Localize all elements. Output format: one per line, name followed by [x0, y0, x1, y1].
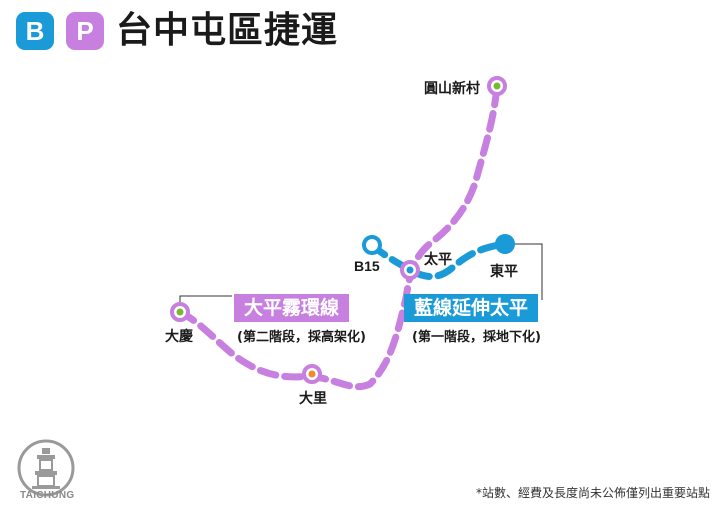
- blue-line-note: (第一階段，採地下化): [412, 330, 541, 345]
- blue-line-callout: [505, 243, 543, 300]
- footnote: *站數、經費及長度尚未公佈僅列出重要站點: [475, 486, 710, 500]
- station-dali-marker[interactable]: [302, 364, 322, 384]
- blue-line-badge: B: [16, 12, 54, 50]
- logo-text: TAICHUNG: [20, 490, 75, 501]
- purple-line-route: [176, 82, 501, 391]
- station-label-b15: B15: [354, 258, 380, 274]
- page-title: 台中屯區捷運: [116, 10, 339, 51]
- station-label-daqing: 大慶: [165, 329, 193, 345]
- purple-line-badge: P: [66, 12, 104, 50]
- station-yuanshan-marker[interactable]: [487, 76, 507, 96]
- purple-line-title: 大平霧環線: [234, 294, 350, 322]
- station-label-yuanshan: 圓山新村: [424, 81, 480, 97]
- blue-line-title: 藍線延伸太平: [404, 294, 539, 322]
- station-label-dongping: 東平: [490, 264, 518, 280]
- station-taiping-marker[interactable]: [400, 260, 420, 280]
- station-label-dali: 大里: [299, 391, 327, 407]
- purple-line-note: (第二階段，採高架化): [237, 330, 366, 345]
- station-daqing-marker[interactable]: [170, 302, 190, 322]
- station-b15-marker[interactable]: [362, 235, 382, 255]
- blue-line-route: [368, 240, 509, 280]
- station-dongping-marker[interactable]: [495, 234, 515, 254]
- taichung-city-logo-icon: [17, 439, 75, 497]
- station-label-taiping: 太平: [424, 252, 452, 268]
